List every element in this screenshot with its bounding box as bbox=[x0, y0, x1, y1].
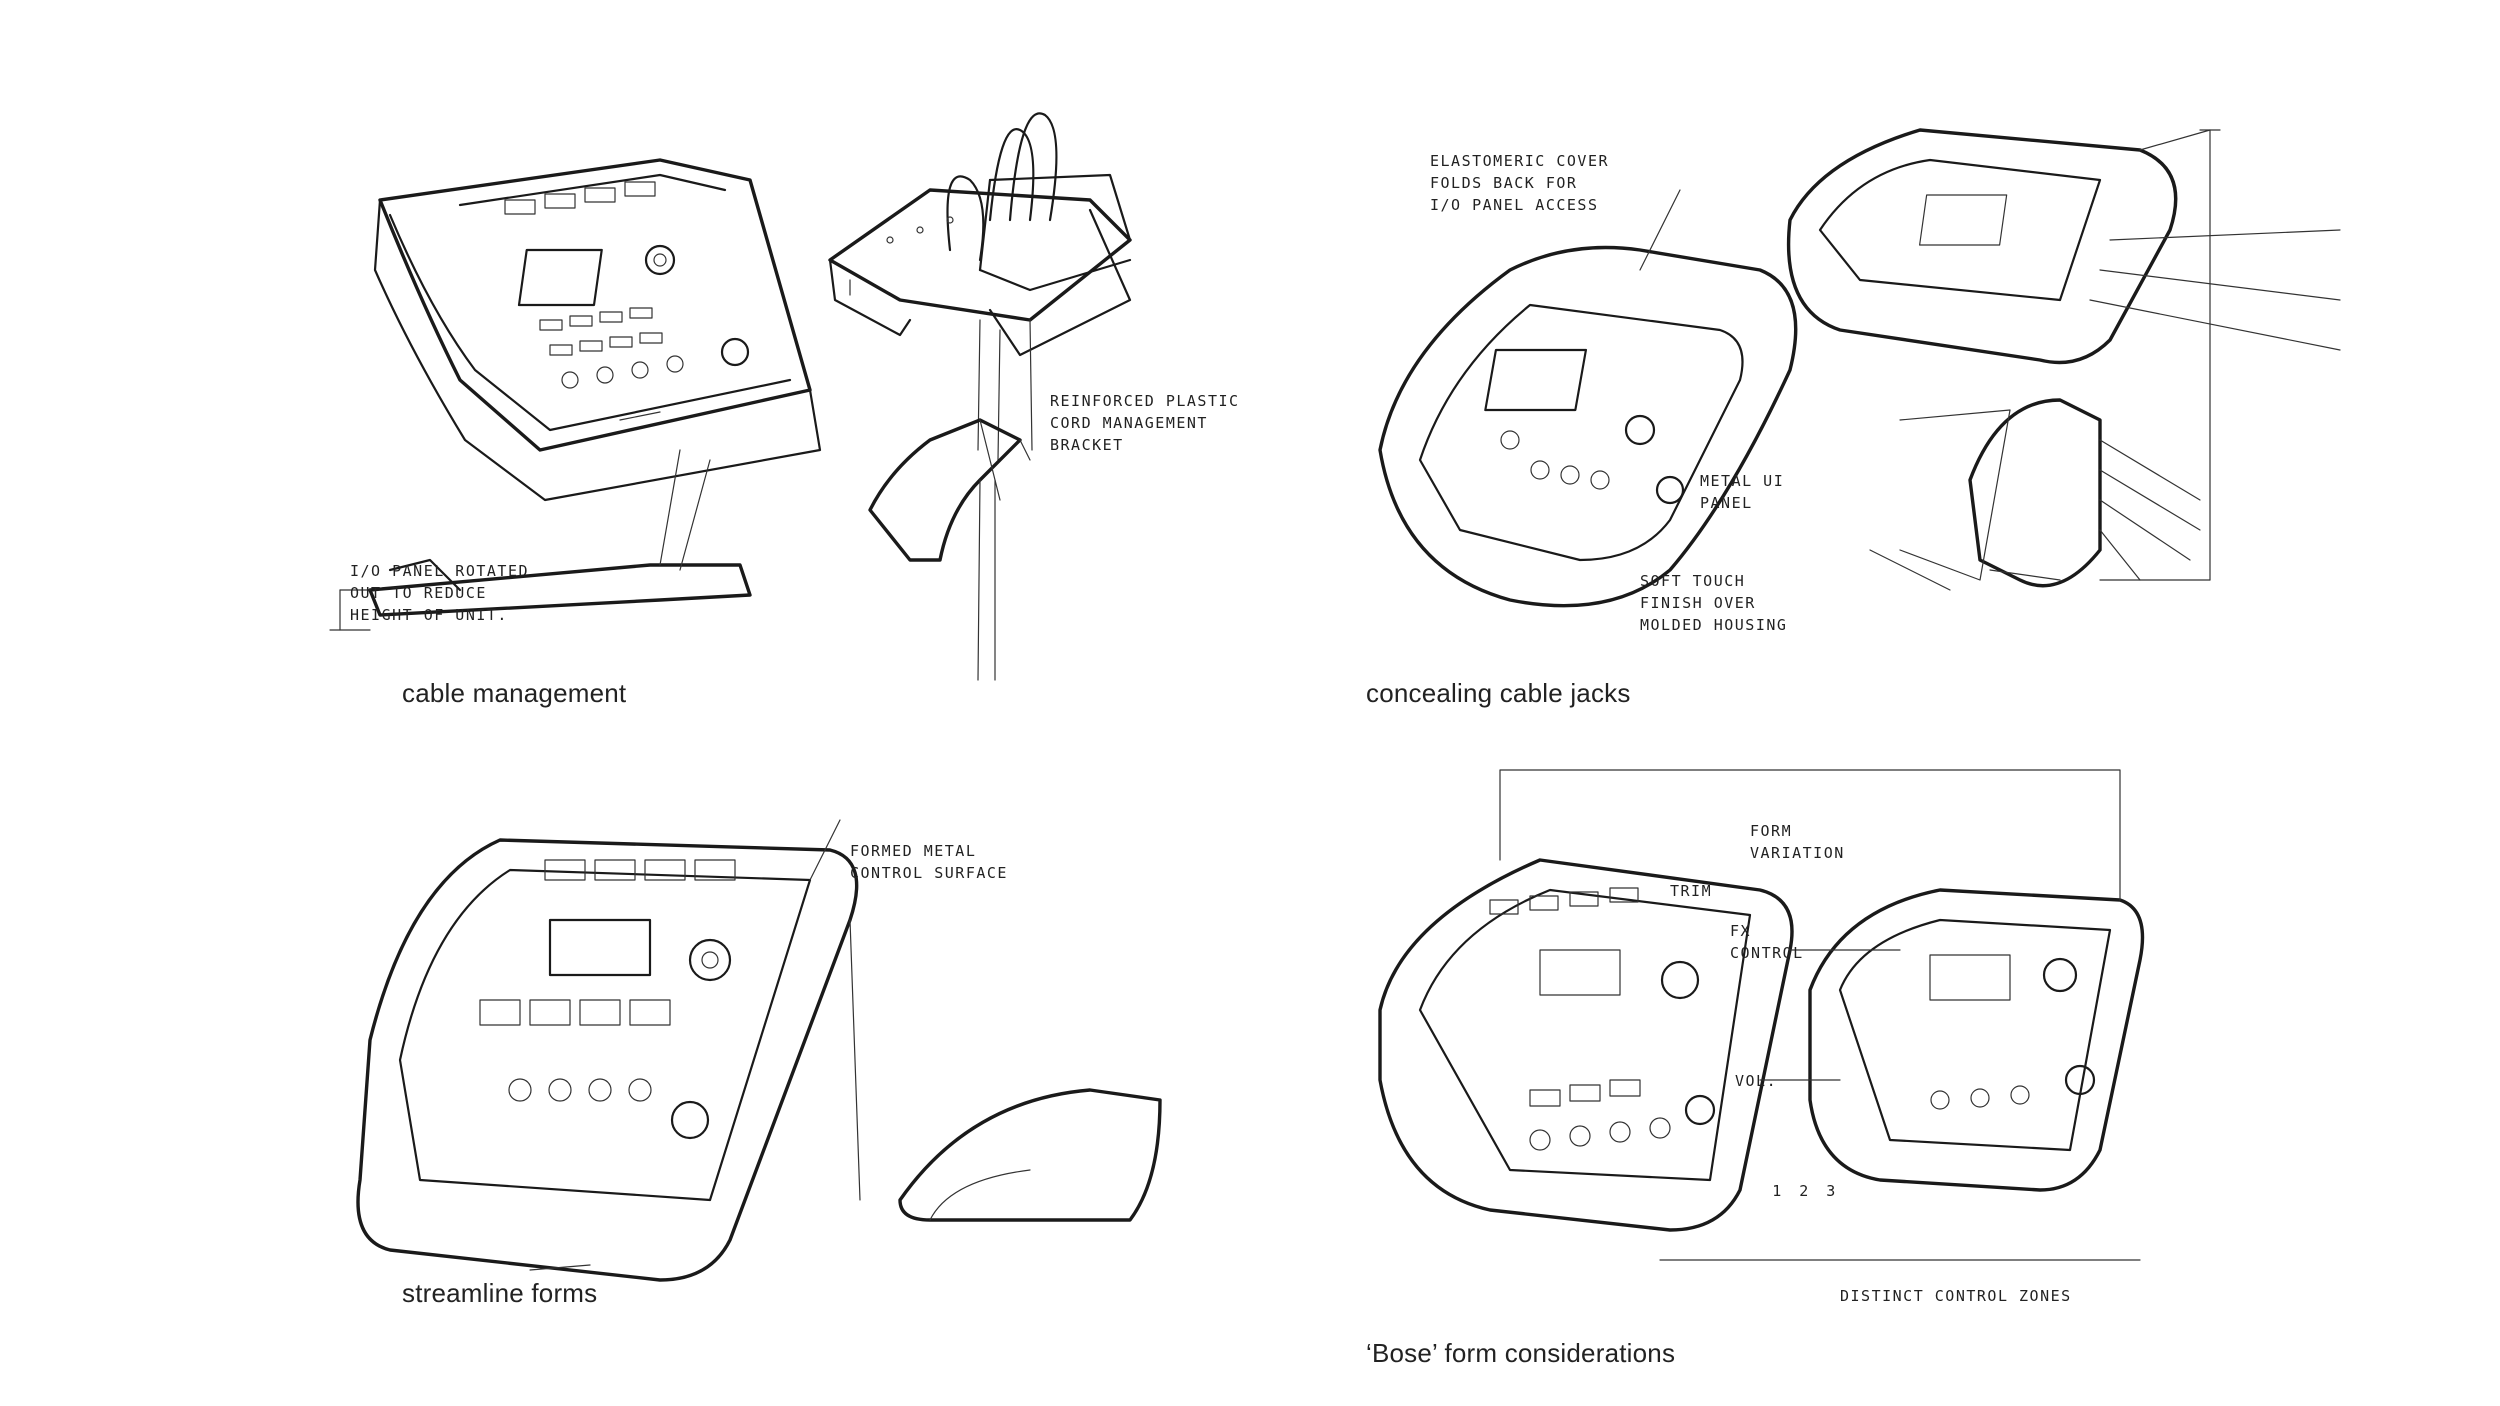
keypad-number-3: 3 bbox=[1826, 1182, 1854, 1200]
caption-concealing-cable-jacks: concealing cable jacks bbox=[1366, 678, 1631, 708]
caption-cable-management: cable management bbox=[402, 678, 627, 708]
streamline-forms-sketch bbox=[356, 819, 1162, 1282]
note-io-panel-rotated: I/O panel rotated out to reduce height o… bbox=[350, 562, 530, 624]
concealing-cable-jacks-sketch bbox=[1378, 128, 2341, 608]
cable-management-sketch bbox=[329, 112, 1132, 681]
caption-bose-form-considerations: ‘Bose’ form considerations bbox=[1366, 1338, 1676, 1368]
note-reinforced-bracket: Reinforced plastic cord management brack… bbox=[1050, 392, 1240, 454]
note-fx-control: FX control bbox=[1730, 922, 1804, 962]
note-metal-ui-panel: Metal UI panel bbox=[1700, 472, 1785, 512]
note-trim: Trim bbox=[1670, 882, 1713, 900]
concealing-cable-jacks-panel: Elastomeric cover folds back for I/O pan… bbox=[1340, 100, 2341, 720]
bose-form-considerations-sketch bbox=[1378, 769, 2145, 1261]
note-soft-touch-finish: Soft touch finish over molded housing bbox=[1640, 572, 1788, 634]
keypad-numbers: 123 bbox=[1610, 1158, 1853, 1224]
note-form-variation: Form variation bbox=[1750, 822, 1845, 862]
note-distinct-control-zones: Distinct control zones bbox=[1840, 1287, 2072, 1305]
streamline-forms-panel: Formed metal control surface streamline … bbox=[330, 800, 1330, 1320]
cable-management-panel: Reinforced plastic cord management brack… bbox=[329, 112, 1330, 720]
note-elastomeric-cover: Elastomeric cover folds back for I/O pan… bbox=[1430, 152, 1610, 214]
keypad-number-1: 1 bbox=[1772, 1182, 1800, 1200]
keypad-number-2: 2 bbox=[1799, 1182, 1827, 1200]
note-formed-metal-surface: Formed metal control surface bbox=[850, 842, 1008, 882]
bose-form-considerations-panel: Form variation Trim FX control Vol. Dist… bbox=[1340, 769, 2220, 1368]
note-vol: Vol. bbox=[1735, 1072, 1778, 1090]
caption-streamline-forms: streamline forms bbox=[402, 1278, 598, 1308]
